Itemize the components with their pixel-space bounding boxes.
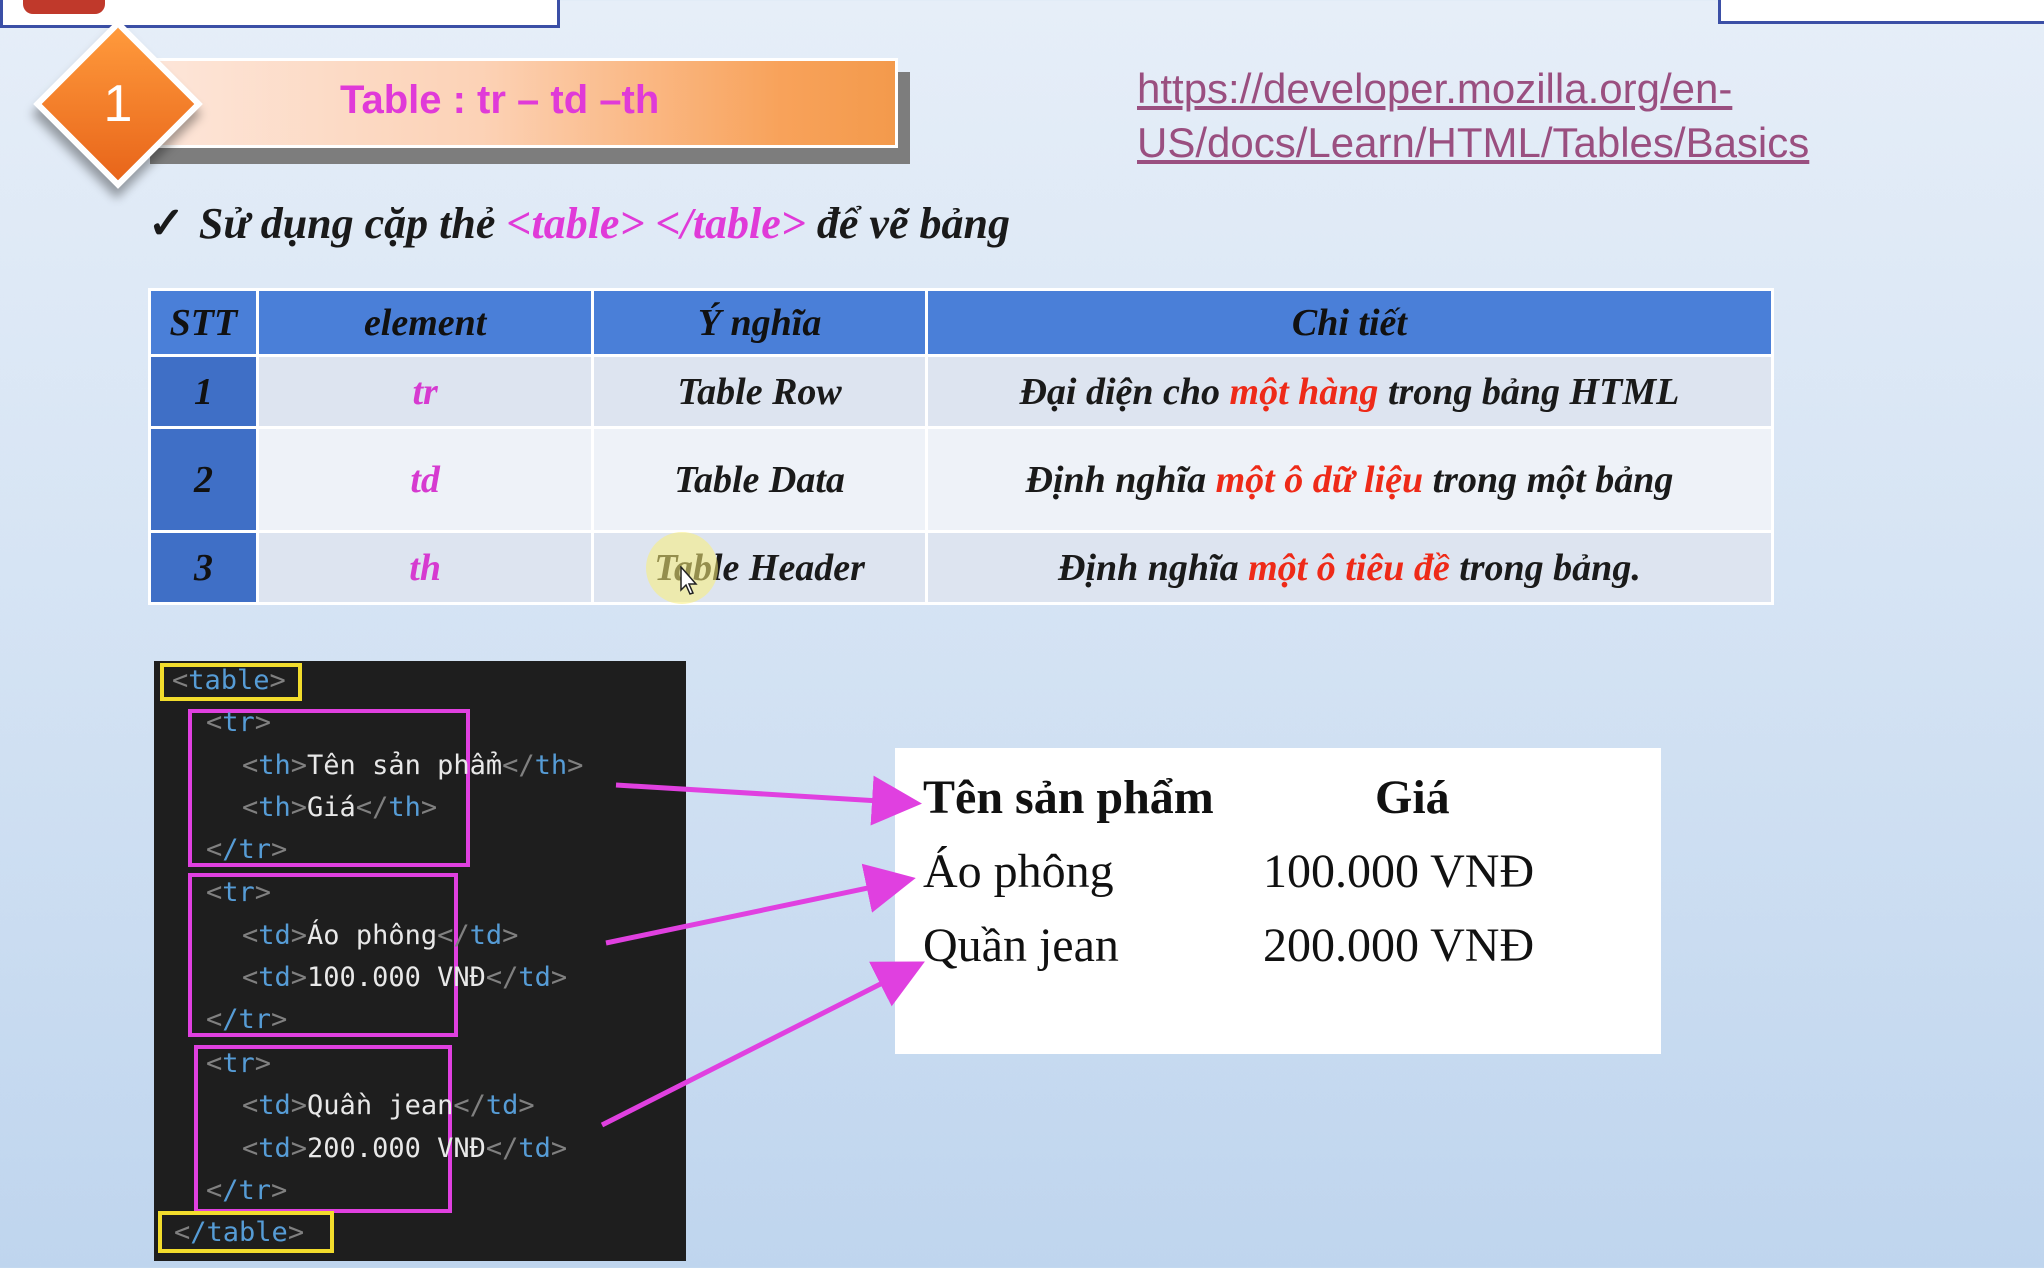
mouse-cursor-icon <box>680 566 698 595</box>
row-detail: Đại diện cho một hàng trong bảng HTML <box>924 354 1775 429</box>
row1-box <box>188 709 470 867</box>
detail-after: trong bảng HTML <box>1387 370 1680 413</box>
row-stt: 1 <box>148 354 259 429</box>
row-meaning: Table Data <box>591 426 928 533</box>
code-tr-open: <tr> <box>206 877 272 908</box>
top-right-strip <box>1718 0 2044 24</box>
code-tr-open: <tr> <box>206 707 272 738</box>
code-tr-close: </tr> <box>206 1175 288 1206</box>
header-detail: Chi tiết <box>924 288 1775 357</box>
table-open-box <box>160 663 302 701</box>
bullet-tag-text: <table> </table> <box>506 199 806 248</box>
row-detail: Định nghĩa một ô dữ liệu trong một bảng <box>924 426 1775 533</box>
row-element: th <box>255 530 595 605</box>
section-number: 1 <box>103 75 133 133</box>
detail-highlight: một ô tiêu đề <box>1248 546 1450 589</box>
bullet-line: ✓ Sử dụng cặp thẻ <table> </table> để vẽ … <box>148 198 1010 249</box>
table-row: 1 tr Table Row Đại diện cho một hàng tro… <box>148 354 1775 429</box>
row-stt: 2 <box>148 426 259 533</box>
code-line-td: <td>100.000 VNĐ</td> <box>242 962 568 993</box>
check-icon: ✓ <box>148 199 185 248</box>
code-panel: <table> <tr> <th>Tên sản phẩm</th> <th>G… <box>154 661 686 1261</box>
row-element: td <box>255 426 595 533</box>
detail-before: Định nghĩa <box>1058 546 1239 589</box>
detail-after: trong một bảng <box>1432 458 1674 501</box>
section-header-bar <box>140 58 898 148</box>
row-meaning: Table Header <box>591 530 928 605</box>
reference-link[interactable]: https://developer.mozilla.org/en-US/docs… <box>1137 65 1810 166</box>
elements-table: STT element Ý nghĩa Chi tiết 1 tr Table … <box>148 288 1775 605</box>
code-line-th: <th>Tên sản phẩm</th> <box>242 750 584 781</box>
row-stt: 3 <box>148 530 259 605</box>
code-line-td: <td>Quần jean</td> <box>242 1090 535 1121</box>
row-element: tr <box>255 354 595 429</box>
preview-cell: Áo phông <box>923 845 1114 898</box>
code-tr-close: </tr> <box>206 1004 288 1035</box>
header-element: element <box>255 288 595 357</box>
row2-box <box>188 873 458 1037</box>
code-line-th: <th>Giá</th> <box>242 792 438 823</box>
preview-header-price: Giá <box>1375 771 1450 824</box>
bullet-text-after: để vẽ bảng <box>816 199 1010 248</box>
code-table-open: <table> <box>172 665 286 696</box>
top-left-title-strip <box>0 0 560 28</box>
table-close-box <box>158 1211 334 1253</box>
detail-before: Đại diện cho <box>1019 370 1221 413</box>
bullet-text-before: Sử dụng cặp thẻ <box>198 199 496 248</box>
detail-before: Định nghĩa <box>1025 458 1207 501</box>
top-badge <box>23 0 105 14</box>
row-meaning: Table Row <box>591 354 928 429</box>
detail-after: trong bảng. <box>1459 546 1641 589</box>
preview-cell: Quần jean <box>923 919 1119 972</box>
header-stt: STT <box>148 288 259 357</box>
table-row: 2 td Table Data Định nghĩa một ô dữ liệu… <box>148 426 1775 533</box>
preview-header-name: Tên sản phẩm <box>923 771 1214 824</box>
row-detail: Định nghĩa một ô tiêu đề trong bảng. <box>924 530 1775 605</box>
code-line-td: <td>Áo phông</td> <box>242 920 519 951</box>
section-title: Table : tr – td –th <box>340 78 660 122</box>
detail-highlight: một hàng <box>1229 370 1379 413</box>
rendered-table-preview: Tên sản phẩm Giá Áo phông 100.000 VNĐ Qu… <box>895 748 1661 1054</box>
code-table-close: </table> <box>174 1217 305 1248</box>
table-header-row: STT element Ý nghĩa Chi tiết <box>148 288 1775 357</box>
preview-cell: 200.000 VNĐ <box>1263 919 1535 972</box>
table-row: 3 th Table Header Định nghĩa một ô tiêu … <box>148 530 1775 605</box>
preview-cell: 100.000 VNĐ <box>1263 845 1535 898</box>
header-meaning: Ý nghĩa <box>591 288 928 357</box>
code-tr-open: <tr> <box>206 1048 272 1079</box>
code-line-td: <td>200.000 VNĐ</td> <box>242 1133 568 1164</box>
code-tr-close: </tr> <box>206 834 288 865</box>
detail-highlight: một ô dữ liệu <box>1215 458 1424 501</box>
